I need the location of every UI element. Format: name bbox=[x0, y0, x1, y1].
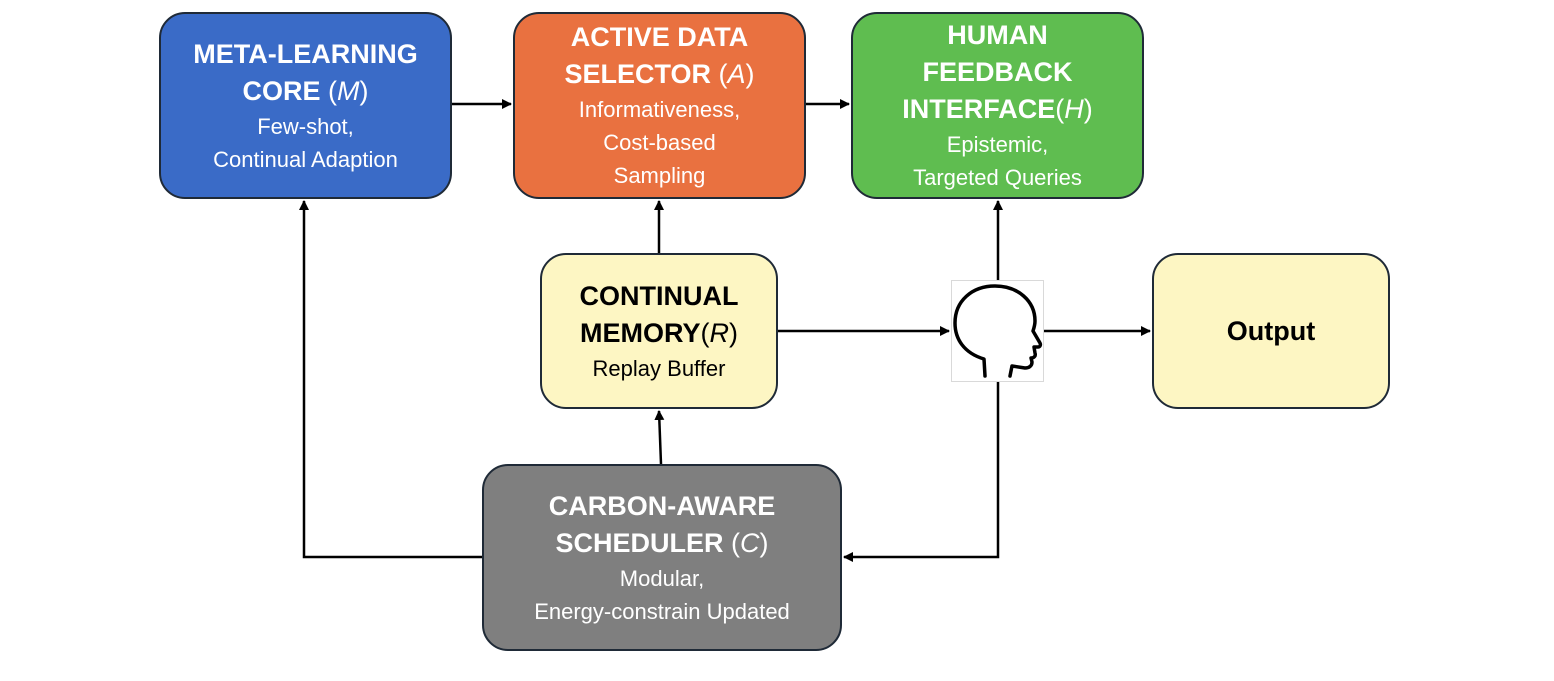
meta-desc-line1: Few-shot, bbox=[257, 113, 354, 139]
output-node: Output bbox=[1152, 253, 1390, 409]
active-desc-line1: Informativeness, bbox=[578, 97, 741, 122]
human-desc-line1: Epistemic, bbox=[946, 132, 1049, 157]
meta-title-line2: CORE bbox=[242, 75, 321, 106]
carbon-aware-scheduler-node: CARBON-AWARE SCHEDULER (C) Modular, Ener… bbox=[482, 464, 842, 651]
human-title-line1: HUMAN bbox=[947, 20, 1048, 50]
human-head-icon bbox=[951, 280, 1044, 382]
carbon-title-line1: CARBON-AWARE bbox=[548, 490, 776, 521]
memory-title-line2: MEMORY bbox=[580, 317, 701, 348]
human-title-line2: FEEDBACK bbox=[922, 57, 1073, 87]
carbon-desc-line2: Energy-constrain Updated bbox=[534, 598, 790, 624]
meta-title-line1: META-LEARNING bbox=[193, 38, 418, 69]
human-symbol: H bbox=[1064, 94, 1084, 124]
carbon-desc-line1: Modular, bbox=[619, 565, 705, 591]
human-desc-line2: Targeted Queries bbox=[913, 165, 1082, 190]
meta-learning-core-node: META-LEARNING CORE (M) Few-shot, Continu… bbox=[159, 12, 452, 199]
meta-symbol: M bbox=[337, 75, 360, 106]
carbon-symbol: C bbox=[740, 527, 760, 558]
memory-desc-line1: Replay Buffer bbox=[592, 355, 726, 381]
carbon-title-line2: SCHEDULER bbox=[555, 527, 724, 558]
output-title: Output bbox=[1226, 315, 1316, 346]
memory-symbol: R bbox=[709, 317, 730, 348]
active-data-selector-node: ACTIVE DATA SELECTOR (A) Informativeness… bbox=[513, 12, 806, 199]
human-title-line3: INTERFACE bbox=[902, 94, 1056, 124]
continual-memory-node: CONTINUAL MEMORY(R) Replay Buffer bbox=[540, 253, 778, 409]
active-desc-line2: Cost-based bbox=[603, 130, 716, 155]
human-feedback-interface-node: HUMAN FEEDBACK INTERFACE(H) Epistemic, T… bbox=[851, 12, 1144, 199]
edge-head-to-carbon bbox=[843, 382, 1000, 562]
active-desc-line3: Sampling bbox=[613, 163, 706, 188]
edge-carbon-to-memory bbox=[654, 410, 665, 465]
active-symbol: A bbox=[727, 59, 746, 89]
edge-carbon-to-meta bbox=[299, 200, 482, 559]
active-title-line1: ACTIVE DATA bbox=[570, 22, 749, 52]
meta-desc-line2: Continual Adaption bbox=[213, 146, 398, 172]
memory-title-line1: CONTINUAL bbox=[579, 280, 739, 311]
active-title-line2: SELECTOR bbox=[564, 59, 711, 89]
